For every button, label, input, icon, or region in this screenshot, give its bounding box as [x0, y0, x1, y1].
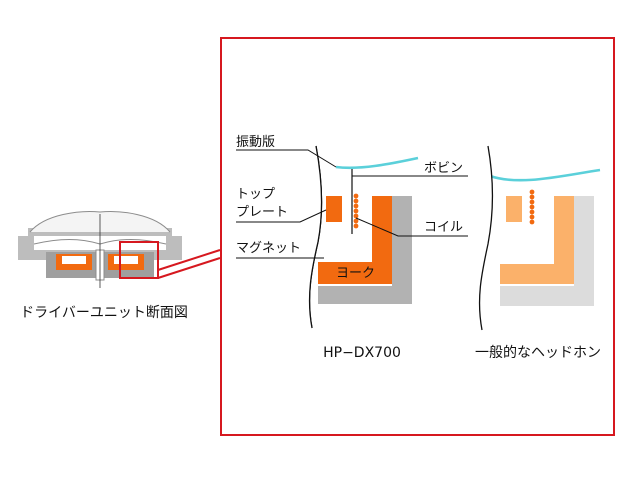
coil-generic: [529, 189, 535, 225]
label-top-plate-2: プレート: [236, 205, 288, 220]
label-top-plate-1: トップ: [236, 187, 275, 202]
top-plate-hpdx700: [326, 196, 342, 222]
cut-line-hpdx700: [308, 145, 323, 329]
magnet-orange-generic: [500, 196, 574, 284]
top-plate-generic: [506, 196, 522, 222]
zoom-connector-bottom: [157, 257, 221, 279]
caption-hp-dx700: HP−DX700: [323, 345, 401, 361]
gap-left-thumbnail: [62, 256, 86, 264]
driver-unit-caption: ドライバーユニット断面図: [20, 305, 188, 321]
cut-mask-hpdx700: [300, 140, 322, 330]
diaphragm-generic: [489, 168, 601, 182]
hp-dx700-section: [300, 140, 419, 330]
label-yoke: ヨーク: [336, 266, 375, 281]
leader-diaphragm: [236, 149, 337, 168]
label-coil: コイル: [424, 220, 463, 235]
caption-generic-headphone: 一般的なヘッドホン: [475, 345, 601, 361]
label-magnet: マグネット: [236, 241, 301, 256]
diaphragm-hpdx700: [335, 156, 419, 170]
yoke-gray-hpdx700: [318, 196, 412, 304]
coil-hpdx700: [353, 193, 359, 229]
zoom-connector-top: [157, 249, 221, 271]
label-diaphragm: 振動版: [236, 135, 275, 150]
cut-mask-generic: [479, 140, 493, 332]
generic-headphone-section: [478, 140, 601, 332]
magnet-orange-hpdx700: [318, 196, 392, 284]
leader-lines: [236, 149, 468, 259]
label-bobbin: ボビン: [424, 161, 463, 176]
yoke-gray-generic: [500, 196, 594, 306]
leader-top-plate: [236, 209, 327, 223]
leader-coil: [355, 217, 468, 237]
driver-unit-thumbnail: [18, 211, 182, 288]
cut-line-generic: [478, 145, 494, 331]
gap-right-thumbnail: [114, 256, 138, 264]
zoom-highlight-box: [119, 241, 159, 279]
